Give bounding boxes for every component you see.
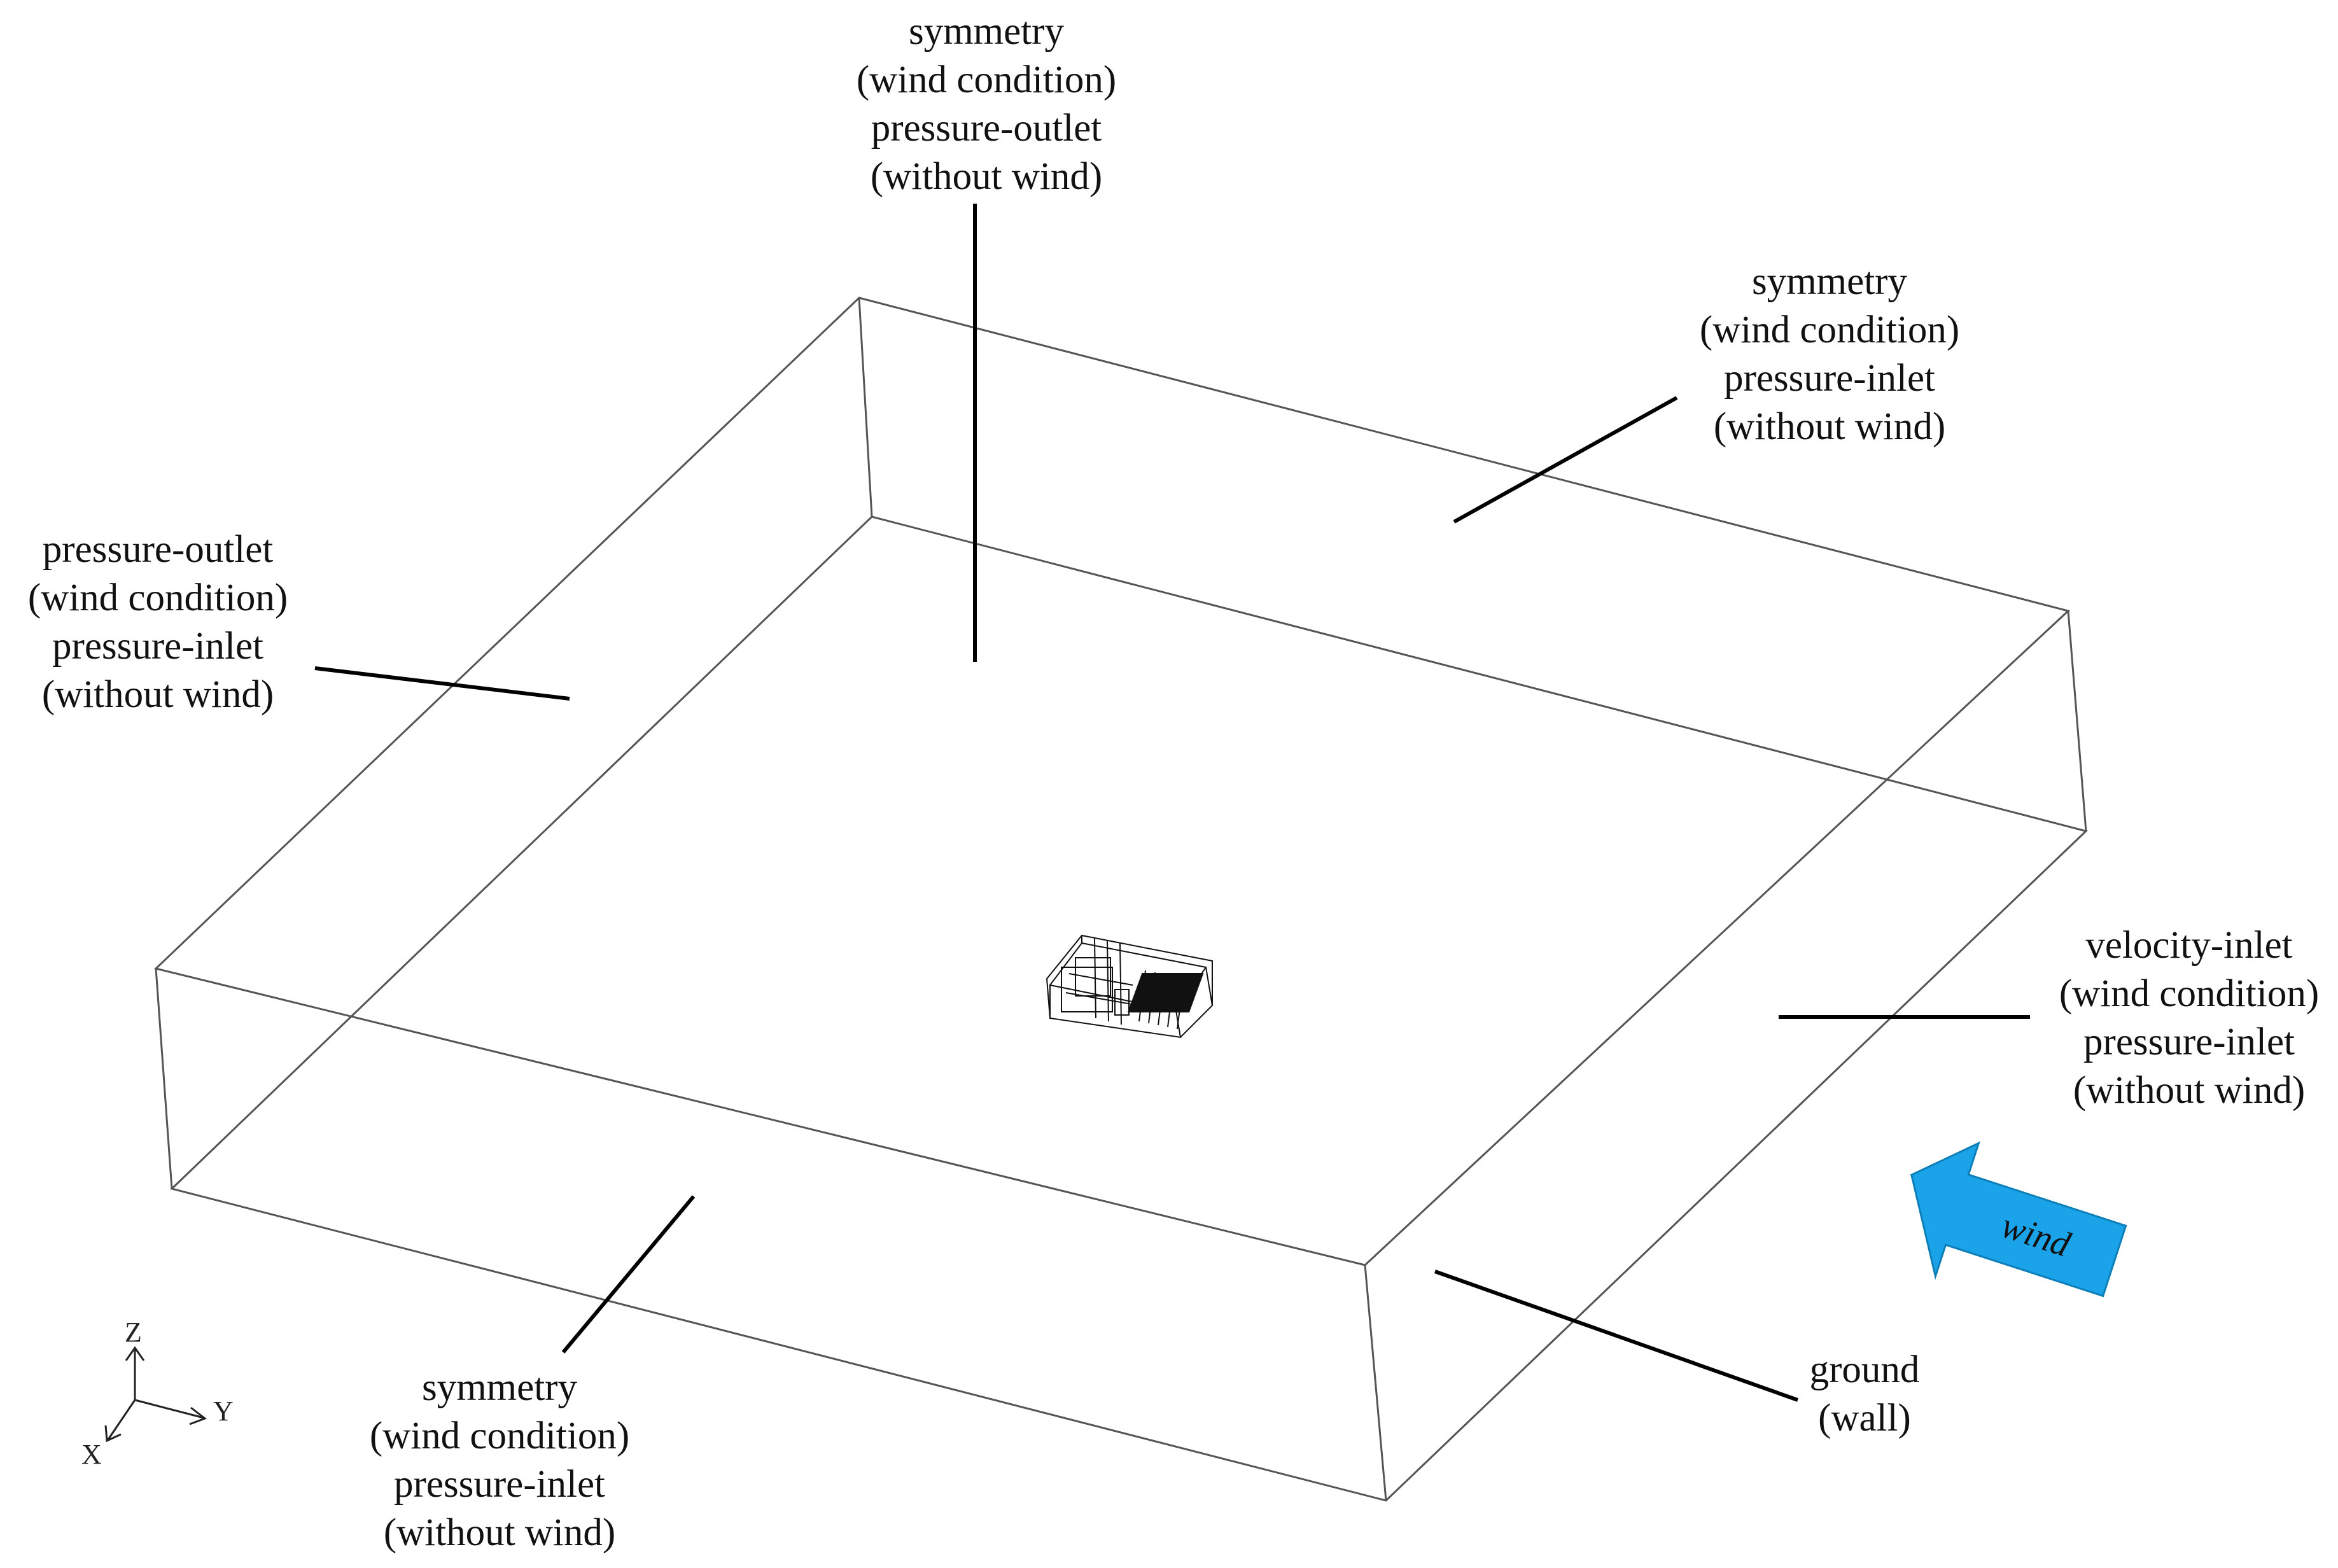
box-edge-right [2067,610,2087,832]
label-line: pressure-inlet [2083,1021,2295,1063]
label-line: symmetry [909,10,1064,53]
label-line: (wind condition) [2059,972,2320,1015]
label-line: (without wind) [1713,405,1946,448]
ground-boundary-label: ground (wall) [1769,1346,1960,1443]
x-axis [107,1399,136,1440]
top-boundary-label: symmetry (wind condition) pressure-outle… [821,8,1152,201]
right-boundary-label: velocity-inlet (wind condition) pressure… [2024,921,2338,1115]
z-axis-label: Z [125,1317,142,1348]
box-edge-left [155,968,173,1189]
x-axis-label: X [81,1439,102,1470]
label-line: (wind condition) [369,1415,630,1457]
leader-bottom [561,1195,696,1354]
label-line: (without wind) [41,673,274,716]
top-right-boundary-label: symmetry (wind condition) pressure-inlet… [1664,258,1995,451]
leader-top-right [1453,396,1678,524]
label-line: (without wind) [870,155,1103,198]
label-line: symmetry [422,1366,577,1409]
y-axis-label: Y [213,1396,234,1427]
leader-left [314,666,570,701]
label-line: velocity-inlet [2085,924,2293,967]
leader-lines [314,204,2030,1402]
label-line: (wind condition) [856,59,1117,101]
box-edge-back [858,297,873,517]
label-line: pressure-inlet [394,1463,605,1506]
label-line: pressure-outlet [871,107,1102,150]
label-line: ground [1809,1348,1920,1391]
label-line: (wind condition) [1699,309,1960,351]
label-line: (wall) [1818,1397,1911,1439]
wind-arrow: wind [1910,1141,2127,1298]
label-line: pressure-inlet [52,625,263,668]
y-axis [134,1399,204,1419]
label-line: pressure-inlet [1724,357,1935,400]
domain-box [153,297,2088,1502]
box-edge-front [1364,1264,1387,1501]
bottom-boundary-label: symmetry (wind condition) pressure-inlet… [334,1364,665,1557]
label-line: symmetry [1752,260,1907,303]
label-line: (wind condition) [27,577,288,619]
leader-ground [1434,1270,1799,1402]
building-model [1046,934,1213,1039]
label-line: (without wind) [383,1511,616,1554]
label-line: pressure-outlet [42,528,274,571]
left-boundary-label: pressure-outlet (wind condition) pressur… [0,526,323,719]
label-line: (without wind) [2073,1069,2306,1112]
axis-triad [104,1346,207,1443]
